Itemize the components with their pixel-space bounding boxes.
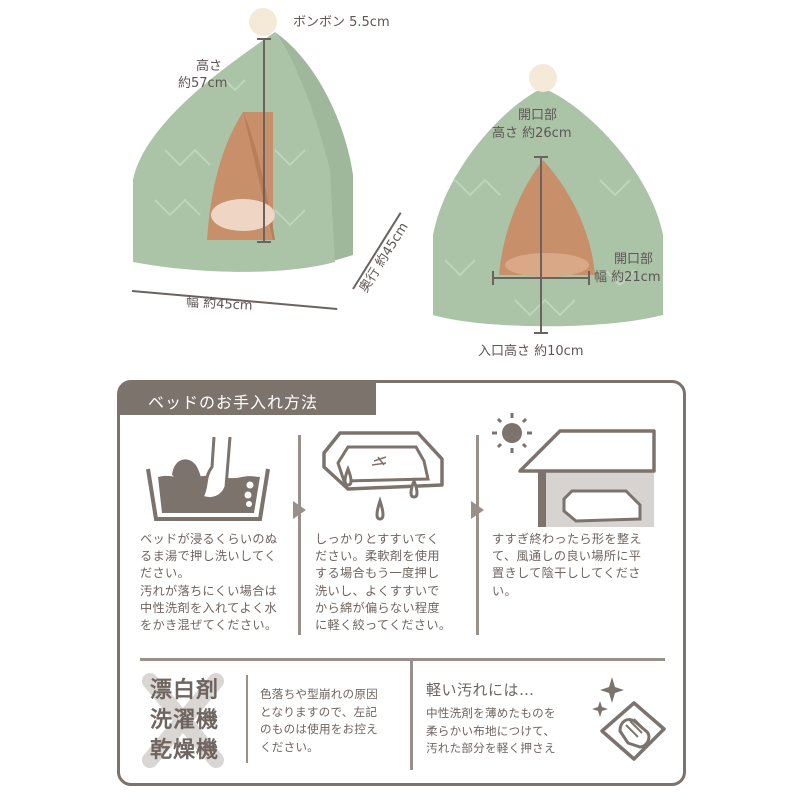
light-stains-title: 軽い汚れには… — [426, 681, 535, 699]
opening-width-dim-line — [493, 277, 589, 279]
width-label: 幅 約45cm — [185, 295, 253, 314]
prohibited-items-list: 漂白剤 洗濯機 乾燥機 — [150, 676, 219, 766]
entrance-height-label: 入口高さ 約10cm — [478, 344, 584, 359]
bottom-section-divider — [140, 658, 665, 661]
step-3-text: すすぎ終わったら形を整え て、風通しの良い場所に平 置きして陰干ししてくださ い… — [492, 532, 642, 598]
hand-washing-basin-icon — [142, 427, 272, 527]
product-image-front — [425, 60, 675, 340]
care-panel-title: ベッドのお手入れ方法 — [120, 383, 376, 415]
bed-tent-front-illustration — [433, 64, 663, 327]
prohibited-dryer: 乾燥機 — [150, 738, 220, 763]
prohibited-x-mark-icon — [142, 673, 224, 768]
entrance-height-cap-bottom — [534, 332, 548, 334]
opening-width-label-line2: 幅 約21cm — [594, 270, 661, 285]
height-dim-cap-bottom — [257, 241, 271, 243]
step-arrow-1 — [293, 501, 306, 519]
bed-tent-angled-illustration — [133, 8, 353, 272]
care-instructions-panel: ベッドのお手入れ方法 — [117, 380, 686, 786]
step-separator-2 — [476, 435, 479, 635]
dripping-bed-icon — [318, 423, 448, 533]
product-image-angled — [125, 0, 425, 330]
light-stains-text: 中性洗剤を薄めたものを 柔らかい布地につけて、 汚れた部分を軽く押さえ — [426, 706, 556, 755]
step-separator-1 — [298, 435, 301, 635]
prohibited-bleach: 漂白剤 — [150, 678, 220, 703]
height-dim-cap-top — [257, 38, 271, 40]
height-dim-line — [263, 38, 265, 243]
shade-drying-icon — [490, 409, 660, 529]
step-2-text: しっかりとすすいでく ださい。柔軟剤を使用 する場合もう一度押し 洗いし、よくす… — [315, 532, 452, 633]
opening-height-cap-top — [534, 156, 548, 158]
opening-width-cap-left — [492, 271, 494, 285]
pompom-size-label: ボンボン 5.5cm — [293, 15, 390, 30]
opening-width-label-line1: 開口部 — [614, 252, 654, 267]
opening-height-dim-line — [540, 157, 542, 277]
step-arrow-2 — [471, 501, 484, 519]
prohibited-note: 色落ちや型崩れの原因 となりますので、左記 のものは使用をお控え ください。 — [260, 687, 378, 754]
sun-icon — [492, 413, 532, 453]
opening-height-label-line2: 高さ 約26cm — [492, 126, 572, 141]
wiping-cloth-sparkle-icon — [590, 673, 670, 763]
prohibited-divider — [246, 675, 248, 763]
step-1-text: ベッドが浸るくらいのぬ るま湯で押し洗いしてく ださい。 汚れが落ちにくい場合は… — [140, 532, 278, 633]
entrance-height-dim-line — [540, 279, 542, 333]
bottom-center-divider — [410, 658, 413, 770]
prohibited-washing-machine: 洗濯機 — [150, 708, 220, 733]
height-label-line2: 約57cm — [178, 76, 228, 91]
opening-width-cap-right — [588, 271, 590, 285]
opening-height-label-line1: 開口部 — [518, 108, 558, 123]
height-label-line1: 高さ — [196, 59, 223, 74]
